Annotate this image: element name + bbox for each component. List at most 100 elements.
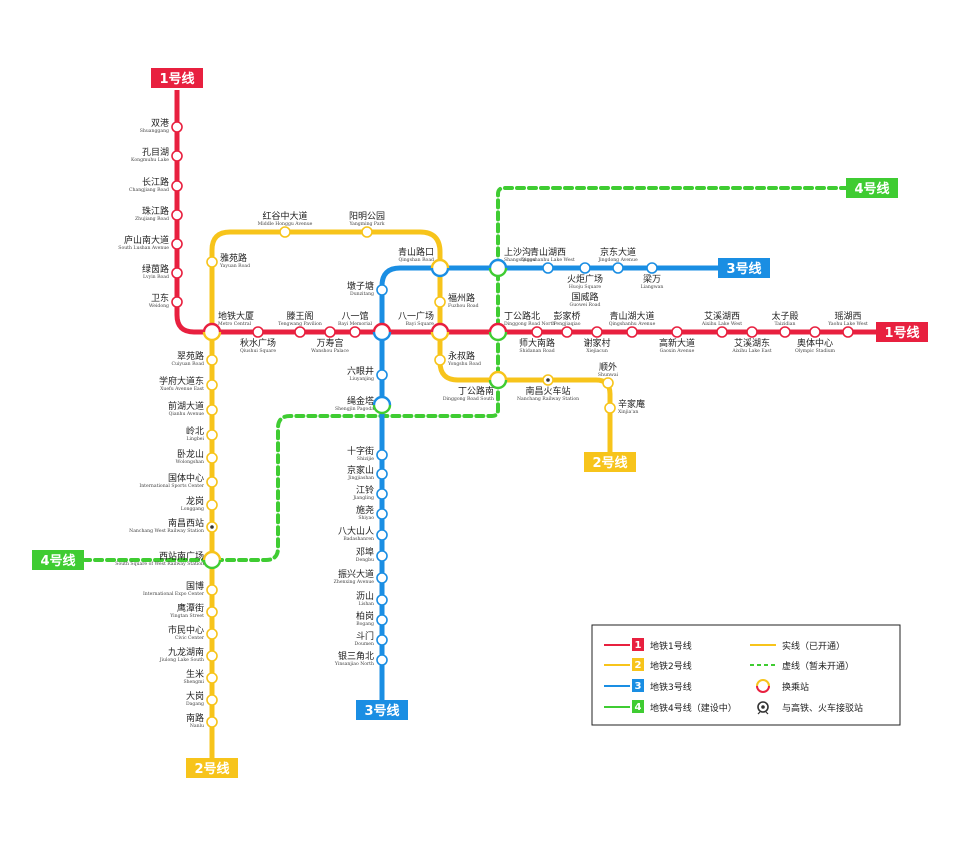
station-marker[interactable]: [542, 262, 554, 274]
station-marker[interactable]: [171, 296, 183, 308]
station-marker[interactable]: [604, 402, 616, 414]
line1-tag-top[interactable]: 1号线: [151, 68, 203, 88]
station-marker[interactable]: [171, 209, 183, 221]
line2-tag-right[interactable]: 2号线: [584, 452, 636, 472]
station-marker[interactable]: [206, 584, 218, 596]
line3-tag-bottom[interactable]: 3号线: [356, 700, 408, 720]
station-marker[interactable]: [376, 284, 388, 296]
station-marker[interactable]: [349, 326, 361, 338]
station-marker[interactable]: [561, 326, 573, 338]
station-marker[interactable]: [171, 121, 183, 133]
station-marker[interactable]: [591, 326, 603, 338]
station-marker[interactable]: [434, 354, 446, 366]
station-marker[interactable]: [206, 672, 218, 684]
station-marker[interactable]: [376, 488, 388, 500]
station-marker[interactable]: [602, 377, 614, 389]
station-marker[interactable]: [746, 326, 758, 338]
transfer-bayiguan_t[interactable]: [372, 322, 392, 342]
station-marker[interactable]: [206, 606, 218, 618]
station-marker[interactable]: [376, 614, 388, 626]
station-marker[interactable]: [531, 326, 543, 338]
station-marker[interactable]: [376, 654, 388, 666]
station-marker[interactable]: [252, 326, 264, 338]
station-marker[interactable]: [206, 379, 218, 391]
station-marker[interactable]: [279, 226, 291, 238]
station-marker[interactable]: [376, 594, 388, 606]
station-marker[interactable]: [361, 226, 373, 238]
line1-tag-right[interactable]: 1号线: [876, 322, 928, 342]
station-marker[interactable]: [434, 296, 446, 308]
line2-tag-bottom[interactable]: 2号线: [186, 758, 238, 778]
station-marker[interactable]: [206, 628, 218, 640]
station-marker[interactable]: [809, 326, 821, 338]
station-marker[interactable]: [376, 449, 388, 461]
station-marker[interactable]: [626, 326, 638, 338]
station-marker[interactable]: [294, 326, 306, 338]
station-marker[interactable]: [171, 180, 183, 192]
station-marker[interactable]: [206, 716, 218, 728]
station-marker[interactable]: [171, 150, 183, 162]
line3-tag-right[interactable]: 3号线: [718, 258, 770, 278]
station-marker[interactable]: [376, 468, 388, 480]
station-marker[interactable]: [376, 508, 388, 520]
station-marker[interactable]: [206, 354, 218, 366]
station-marker[interactable]: [376, 634, 388, 646]
station-marker[interactable]: [842, 326, 854, 338]
station-marker[interactable]: [671, 326, 683, 338]
station-marker[interactable]: [579, 262, 591, 274]
station-marker[interactable]: [646, 262, 658, 274]
station-marker[interactable]: [376, 550, 388, 562]
station-marker[interactable]: [206, 256, 218, 268]
line4-tag-left[interactable]: 4号线: [32, 550, 84, 570]
